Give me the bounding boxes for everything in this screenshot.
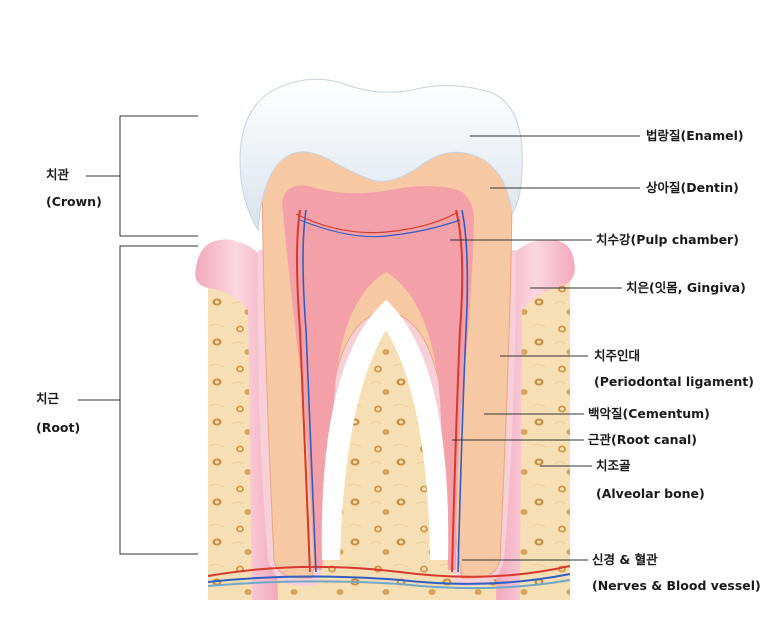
label-cementum: 백악질(Cementum) — [588, 406, 710, 421]
crown-label-ko: 치관 — [46, 167, 70, 182]
label-alveolar-en: (Alveolar bone) — [596, 486, 705, 501]
label-periodontal-ko: 치주인대 — [594, 348, 641, 363]
nerve-bottom — [207, 579, 571, 590]
label-dentin: 상아질(Dentin) — [646, 180, 739, 195]
crown-label-en: (Crown) — [46, 194, 102, 209]
pulp-chamber — [282, 185, 474, 571]
root-label-en: (Root) — [36, 420, 81, 435]
nerve-branch-top — [299, 219, 461, 238]
vessel-blue-bottom — [207, 573, 571, 585]
nerve-right-canal-blue — [457, 209, 469, 573]
nerve-right-canal — [451, 209, 464, 573]
label-pulp-chamber: 치수강(Pulp chamber) — [596, 232, 739, 247]
label-nerves-en: (Nerves & Blood vessel) — [592, 578, 761, 593]
root-label-ko: 치근 — [36, 391, 60, 406]
label-periodontal-en: (Periodontal ligament) — [594, 374, 754, 389]
crown-bracket — [119, 115, 198, 237]
vessel-branch-top — [295, 211, 459, 234]
vessel-red-bottom — [207, 565, 571, 578]
label-nerves-ko: 신경 & 혈관 — [592, 552, 658, 567]
label-alveolar-ko: 치조골 — [596, 458, 631, 473]
nerve-left-canal-blue — [302, 209, 317, 573]
label-enamel: 법랑질(Enamel) — [646, 128, 744, 143]
nerve-left-canal — [296, 209, 311, 573]
root-bracket — [119, 245, 198, 555]
enamel — [239, 78, 523, 232]
label-root-canal: 근관(Root canal) — [588, 432, 698, 447]
label-gingiva: 치은(잇몸, Gingiva) — [626, 280, 746, 295]
gingiva-left — [195, 239, 278, 601]
root-channel-white — [321, 300, 449, 560]
gingiva-right — [496, 239, 575, 600]
